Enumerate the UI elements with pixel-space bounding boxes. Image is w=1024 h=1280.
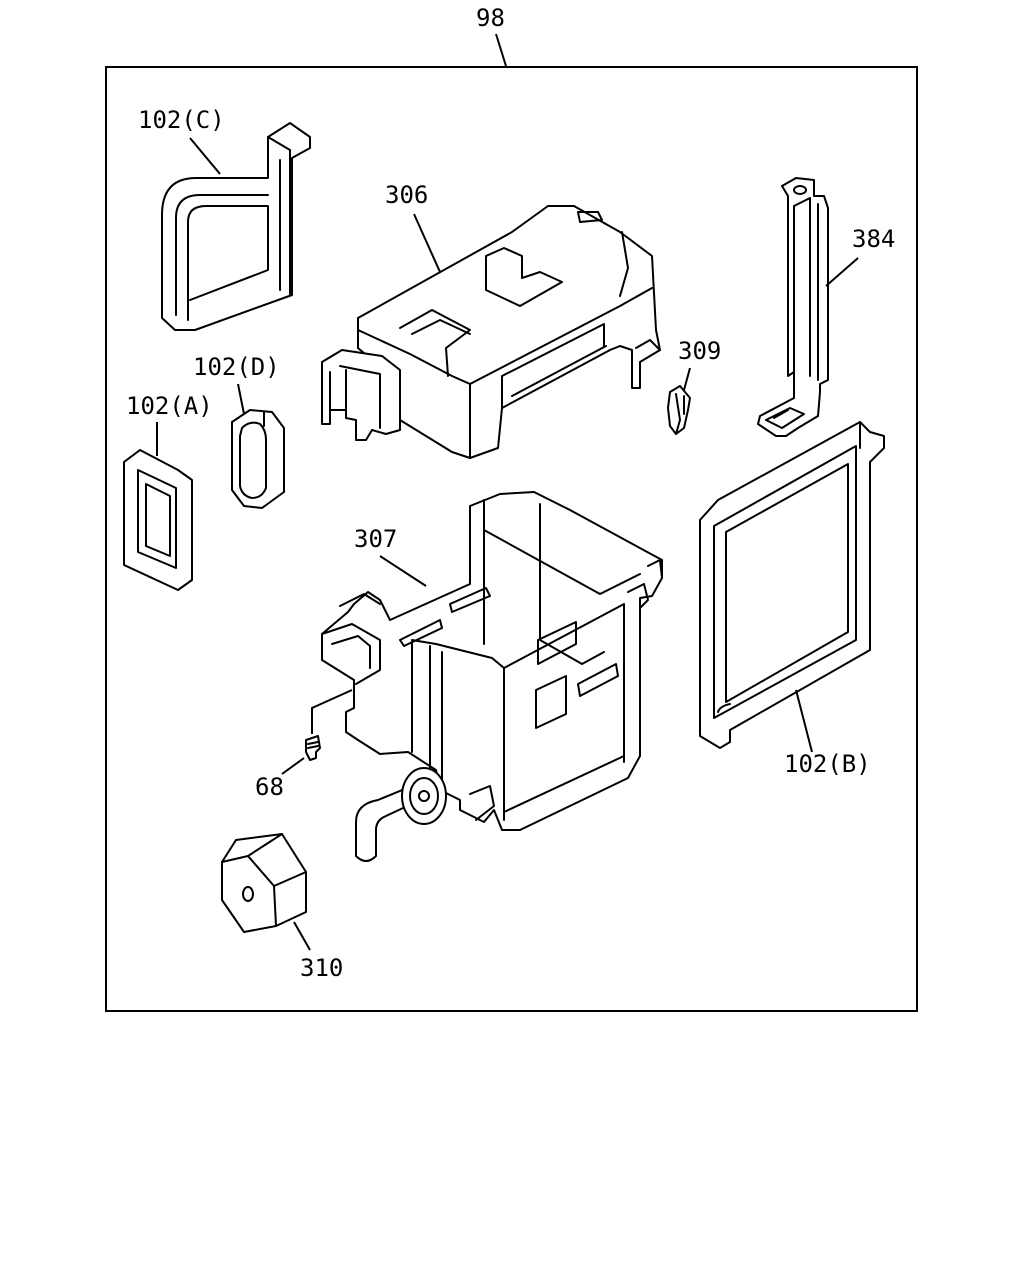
callout-102b: 102(B) (784, 750, 871, 778)
part-102d-gasket (231, 409, 285, 509)
part-102c-gasket (161, 122, 311, 331)
assembly-label: 98 (476, 4, 505, 32)
callout-384: 384 (852, 225, 895, 253)
part-306-upper-case (321, 205, 661, 459)
leader-68 (281, 757, 305, 775)
callout-306: 306 (385, 181, 428, 209)
callout-307: 307 (354, 525, 397, 553)
leader-102b (795, 689, 813, 753)
part-310-cushion (221, 833, 307, 933)
callout-310: 310 (300, 954, 343, 982)
leader-68-to-case (311, 689, 353, 734)
callout-102d: 102(D) (193, 353, 280, 381)
callout-102c: 102(C) (138, 106, 225, 134)
part-102b-gasket (699, 421, 885, 749)
assembly-frame (105, 66, 918, 1012)
part-309-clip (667, 385, 691, 435)
callout-102a: 102(A) (126, 392, 213, 420)
part-68-screw (305, 735, 321, 761)
leader-306 (413, 213, 441, 273)
leader-102d (237, 383, 245, 415)
part-384-bracket (757, 177, 829, 437)
leader-102c (189, 137, 221, 175)
assembly-leader (495, 33, 507, 67)
leader-310 (293, 921, 311, 951)
part-102a-gasket (123, 449, 193, 591)
callout-68: 68 (255, 773, 284, 801)
leader-307 (379, 555, 427, 587)
leader-309 (683, 367, 691, 391)
callout-309: 309 (678, 337, 721, 365)
part-307-lower-case (321, 491, 663, 862)
leader-384 (825, 257, 859, 287)
